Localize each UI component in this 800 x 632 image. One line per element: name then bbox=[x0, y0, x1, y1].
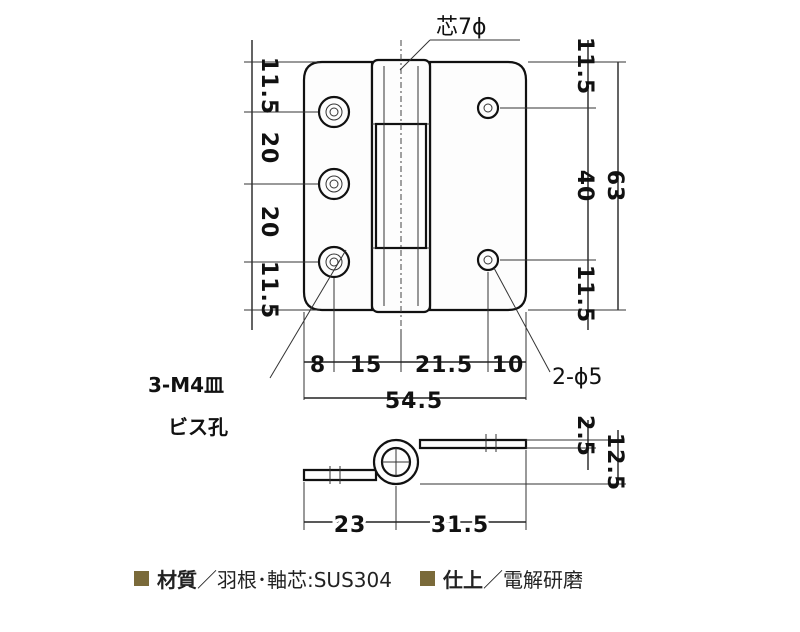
spec-line: 材質 ／羽根･軸芯:SUS304 仕上 ／電解研磨 bbox=[134, 566, 583, 592]
countersunk-hole-middle bbox=[317, 167, 351, 201]
screw-label-line1: 3-M4皿 bbox=[148, 373, 224, 397]
core-label: 芯7ϕ bbox=[436, 15, 487, 40]
dim-bottom-4: 10 bbox=[492, 353, 525, 378]
dim-right-1: 11.5 bbox=[572, 37, 597, 95]
dim-right-2: 40 bbox=[572, 170, 597, 203]
dim-side-bottom-2: 31.5 bbox=[431, 513, 489, 538]
dim-side-2: 12.5 bbox=[602, 433, 627, 491]
hole-label: 2-ϕ5 bbox=[552, 365, 602, 390]
dim-side-1: 2.5 bbox=[572, 415, 597, 457]
dim-side-bottom-1: 23 bbox=[334, 513, 367, 538]
finish-label: 仕上 bbox=[442, 567, 483, 592]
hole-right-bottom bbox=[476, 248, 500, 272]
dim-left-1: 11.5 bbox=[256, 57, 281, 115]
hinge-drawing: 11.5 20 20 11.5 11.5 40 11.5 63 芯7ϕ 8 15… bbox=[148, 15, 627, 538]
dim-bottom-1: 8 bbox=[310, 353, 326, 378]
dim-height-total: 63 bbox=[602, 170, 627, 203]
hole-right-top bbox=[476, 96, 500, 120]
finish-value: ／電解研磨 bbox=[482, 567, 583, 592]
dim-bottom-2: 15 bbox=[350, 353, 383, 378]
dim-bottom-3: 21.5 bbox=[415, 353, 473, 378]
right-leaf bbox=[428, 60, 528, 312]
bullet-square-icon bbox=[134, 570, 149, 586]
dim-left-4: 11.5 bbox=[256, 261, 281, 319]
bullet-square-icon bbox=[419, 570, 435, 586]
countersunk-hole-bottom bbox=[317, 245, 351, 279]
side-view bbox=[302, 434, 528, 486]
dim-width-total: 54.5 bbox=[385, 389, 443, 414]
dim-right-3: 11.5 bbox=[572, 265, 597, 323]
countersunk-hole-top bbox=[317, 95, 351, 129]
screw-label-line2: ビス孔 bbox=[168, 415, 228, 439]
material-label: 材質 bbox=[157, 567, 197, 592]
dim-left-2: 20 bbox=[256, 132, 281, 165]
material-value: ／羽根･軸芯:SUS304 bbox=[197, 567, 392, 592]
dim-left-3: 20 bbox=[256, 206, 281, 239]
